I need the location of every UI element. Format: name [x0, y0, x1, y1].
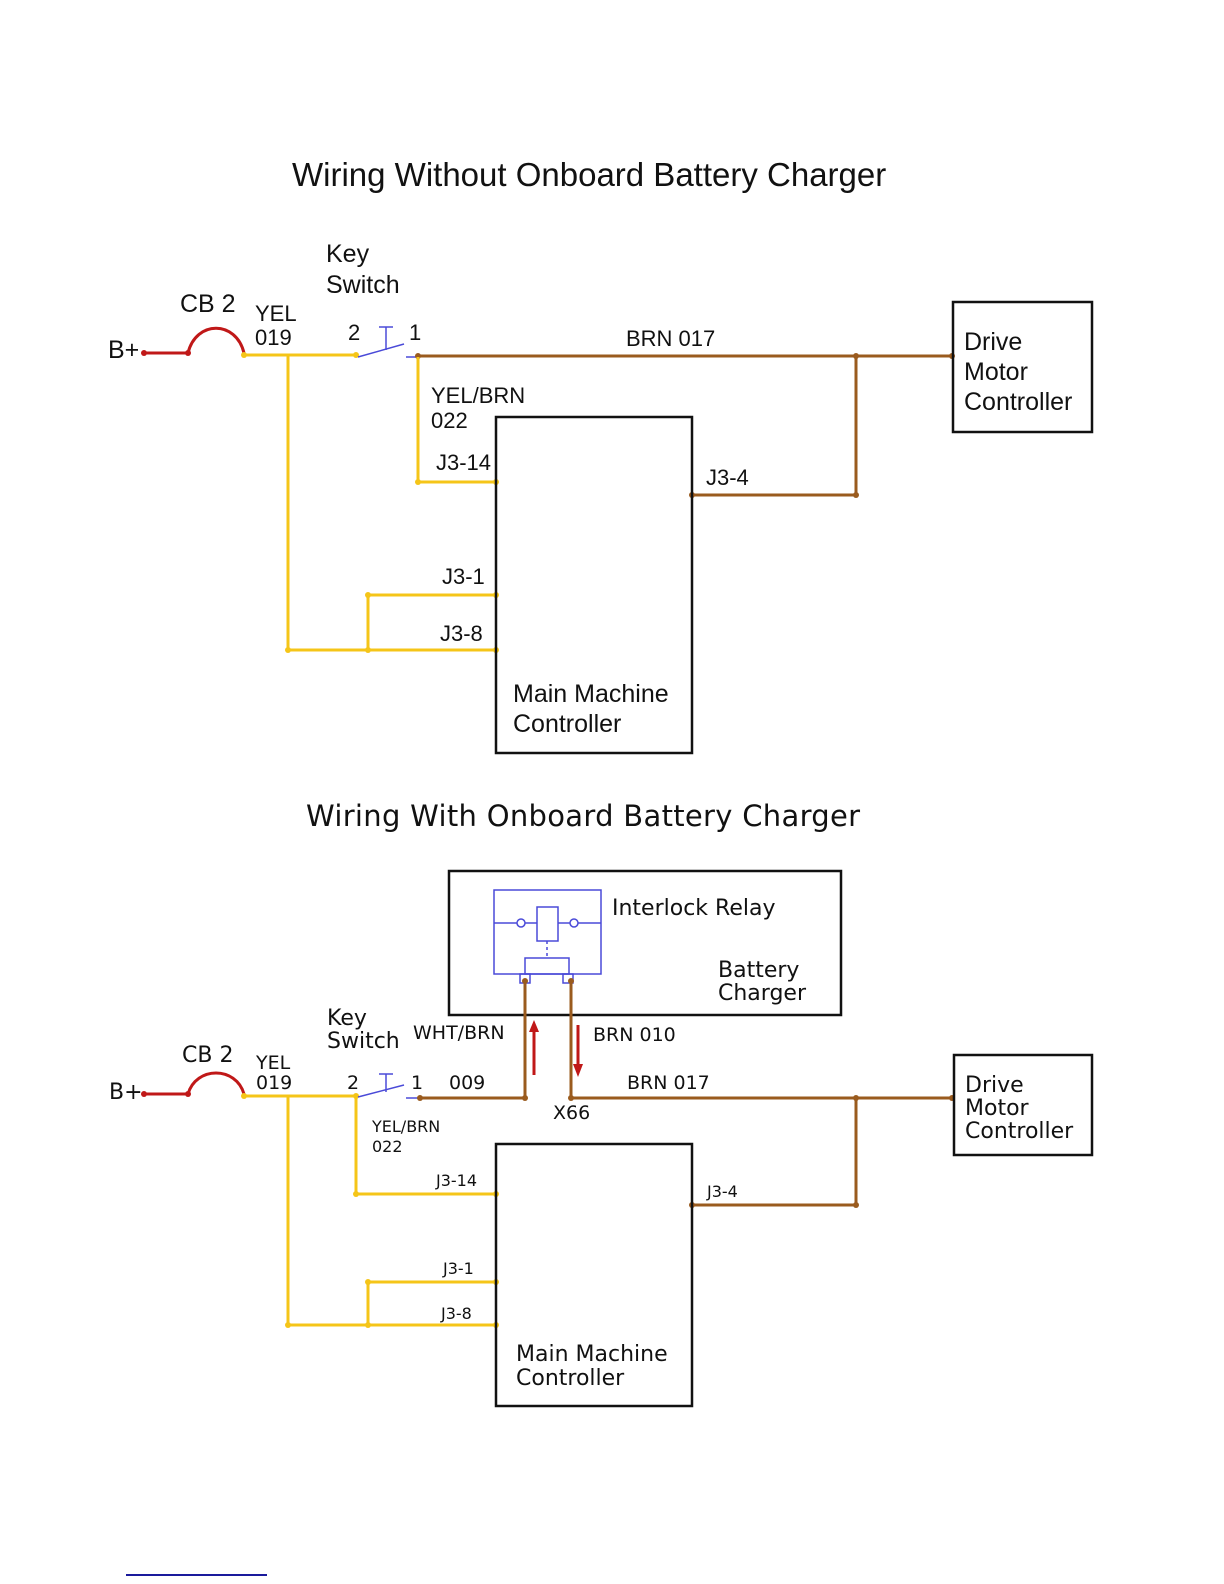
drive-controller-label: Drive: [964, 328, 1022, 356]
current-up-arrow-icon: [529, 1020, 539, 1075]
wire-color-label: YEL: [255, 301, 297, 326]
interlock-relay-label: Interlock Relay: [612, 896, 776, 921]
wire-label-brn-017: BRN 017: [627, 1072, 710, 1094]
junction-dot: [522, 978, 528, 984]
battery-charger-box: [447, 869, 843, 1017]
main-controller-label: Main Machine: [516, 1342, 668, 1367]
wire-color-label: YEL/BRN: [431, 383, 525, 408]
wire-number-label: 019: [255, 325, 292, 350]
wire-color-label: YEL: [255, 1052, 291, 1074]
footnote-separator: [126, 1574, 267, 1576]
junction-dot: [853, 492, 859, 498]
junction-dot: [241, 352, 247, 358]
charger-label: Charger: [718, 981, 807, 1006]
main-controller-label: Controller: [513, 710, 621, 738]
wire-number-label: 019: [256, 1072, 292, 1094]
wire-label-brn-010: BRN 010: [593, 1024, 676, 1046]
pin-j3-14: J3-14: [435, 1171, 477, 1190]
junction-dot: [365, 1279, 371, 1285]
wire-label-brn-017: BRN 017: [626, 326, 715, 351]
switch-terminal-2: 2: [347, 1072, 359, 1094]
junction-dot: [853, 1202, 859, 1208]
main-controller-label: Main Machine: [513, 680, 669, 708]
current-down-arrow-icon: [573, 1025, 583, 1077]
key-switch-label: Switch: [327, 1029, 400, 1054]
drive-controller-label: Controller: [965, 1119, 1074, 1144]
pin-j3-1: J3-1: [442, 564, 485, 589]
circuit-breaker-icon: [186, 1071, 246, 1095]
circuit-breaker-icon: [186, 326, 246, 354]
junction-dot: [568, 978, 574, 984]
pin-j3-8: J3-8: [440, 621, 483, 646]
diagram-with-charger: Wiring With Onboard Battery Charger Inte…: [109, 799, 1094, 1408]
switch-terminal-1: 1: [411, 1072, 423, 1094]
wire-label-wht-brn: WHT/BRN: [413, 1022, 505, 1044]
main-machine-controller-box: [494, 415, 694, 755]
diagram-title: Wiring With Onboard Battery Charger: [306, 799, 860, 833]
breaker-label: CB 2: [182, 1043, 233, 1068]
junction-dot: [365, 647, 371, 653]
pin-j3-4: J3-4: [706, 1182, 738, 1201]
wire-color-label: YEL/BRN: [371, 1117, 440, 1136]
junction-dot: [417, 1095, 423, 1101]
key-switch-label: Key: [326, 240, 370, 268]
pin-j3-1: J3-1: [442, 1259, 474, 1278]
drive-controller-label: Drive: [965, 1073, 1024, 1098]
drive-motor-controller-box: [951, 300, 1094, 434]
junction-dot: [415, 479, 421, 485]
battery-positive-label: B+: [108, 336, 139, 364]
junction-dot: [285, 647, 291, 653]
wire-number-label: 022: [431, 408, 468, 433]
pin-j3-14: J3-14: [436, 450, 491, 475]
interlock-relay-icon: [493, 889, 602, 984]
battery-positive-label: B+: [109, 1080, 143, 1105]
key-switch-label: Switch: [326, 271, 400, 299]
charger-label: Battery: [718, 958, 799, 983]
switch-terminal-1: 1: [409, 320, 421, 345]
junction-dot: [365, 1322, 371, 1328]
drive-controller-label: Motor: [964, 358, 1028, 386]
drive-controller-label: Controller: [964, 388, 1072, 416]
junction-dot: [365, 592, 371, 598]
main-machine-controller-box: [494, 1142, 694, 1408]
junction-dot: [141, 350, 147, 356]
wire-label-009: 009: [449, 1072, 485, 1094]
switch-terminal-2: 2: [348, 320, 360, 345]
key-switch-label: Key: [327, 1006, 367, 1031]
drive-controller-label: Motor: [965, 1096, 1030, 1121]
junction-dot: [285, 1322, 291, 1328]
diagram-title: Wiring Without Onboard Battery Charger: [292, 156, 886, 193]
breaker-label: CB 2: [180, 290, 236, 318]
connector-x66-label: X66: [553, 1102, 590, 1124]
main-controller-label: Controller: [516, 1366, 625, 1391]
junction-dot: [141, 1091, 147, 1097]
wire-number-label: 022: [372, 1137, 403, 1156]
junction-dot: [241, 1093, 247, 1099]
junction-dot: [522, 1095, 528, 1101]
diagram-without-charger: Wiring Without Onboard Battery Charger B…: [108, 156, 1094, 755]
drive-motor-controller-box: [952, 1053, 1094, 1157]
junction-dot: [568, 1095, 574, 1101]
junction-dot: [353, 352, 359, 358]
junction-dot: [353, 1191, 359, 1197]
key-switch-icon: [357, 1073, 420, 1099]
pin-j3-8: J3-8: [440, 1304, 472, 1323]
pin-j3-4: J3-4: [706, 465, 749, 490]
